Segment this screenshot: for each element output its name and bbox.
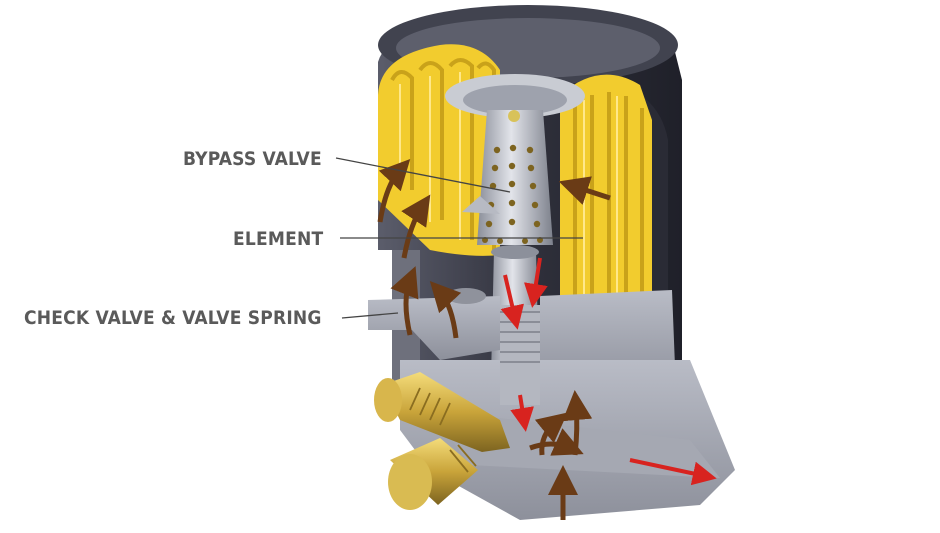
clean-oil-flow-arrow [629,458,717,486]
clean-oil-flow-arrow [524,257,548,308]
brass-fittings [374,372,510,510]
dirty-oil-flow-arrow [429,280,462,339]
dirty-oil-flow-arrows [377,159,611,520]
element-label: ELEMENT [233,228,324,250]
bypass-valve-assembly [445,74,585,245]
bypass-valve-label: BYPASS VALVE [183,148,322,170]
dirty-oil-flow-arrow [534,412,568,456]
check-valve-label: CHECK VALVE & VALVE SPRING [24,307,322,329]
clean-oil-flow-arrow [500,274,524,330]
clean-oil-flow-arrow [510,394,534,432]
bypass-valve-leader [335,157,511,193]
dirty-oil-flow-arrow [401,194,431,259]
dirty-oil-flow-arrow [377,159,411,223]
check-valve-leader [341,312,399,319]
clean-oil-flow-arrows [500,257,717,486]
dirty-oil-flow-arrow [562,390,593,456]
dirty-oil-flow-arrow [558,176,611,205]
leader-lines [335,157,583,319]
dirty-oil-flow-arrow [390,266,419,336]
dirty-oil-flow-arrow [529,428,584,456]
